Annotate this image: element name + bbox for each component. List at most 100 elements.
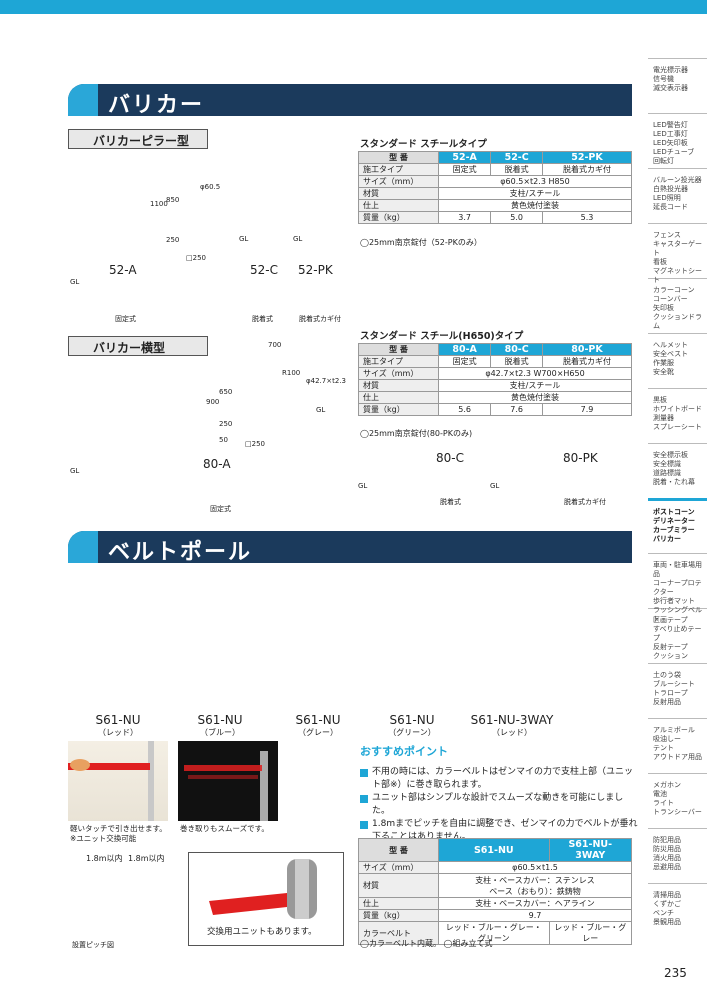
- sidebar-category-line: 土のう袋: [653, 671, 681, 679]
- sidebar-category-line: アウトドア用品: [653, 753, 702, 761]
- sidebar-category-line: キャスターゲート: [653, 240, 702, 257]
- spec-table-1: 型 番 52-A 52-C 52-PK 施工タイプ固定式脱着式脱着式カギ付 サイ…: [358, 151, 632, 224]
- sidebar-category[interactable]: 安全標示板安全標識道路標識脱着・たれ幕: [648, 443, 707, 498]
- dim-850: 850: [166, 196, 180, 204]
- sidebar-category-line: 滅交表示器: [653, 84, 688, 92]
- pole-head: [212, 575, 228, 593]
- photo-caption-1: 軽いタッチで引き出せます。: [70, 824, 167, 833]
- belt-model-3: S61-NU （グレー）: [278, 713, 358, 738]
- sidebar-category[interactable]: フェンスキャスターゲート看板マグネットシート: [648, 223, 707, 284]
- gl-label-80pk: GL: [490, 482, 500, 490]
- sidebar-category-line: マグネットシート: [653, 267, 702, 284]
- cell: 固定式: [437, 355, 492, 368]
- sidebar-category[interactable]: 土のう袋ブルーシートトラロープ反射用品: [648, 663, 707, 718]
- point-item: 1.8mまでピッチを自由に調整でき、ゼンマイの力でベルトが垂れ下ることはありませ…: [360, 818, 640, 844]
- sidebar-category-line: 防災用品: [653, 845, 681, 853]
- th: 型 番: [358, 838, 439, 862]
- sidebar-category[interactable]: 車両・駐車場用品コーナープロテクター歩行者マットラッシングベルト: [648, 553, 707, 623]
- belt-model-1: S61-NU （レッド）: [78, 713, 158, 738]
- model-color: （ブルー）: [200, 728, 240, 737]
- sidebar-category[interactable]: カラーコーンコーンバー矢印板クッションドラム: [648, 278, 707, 333]
- photo-caption-1b: ※ユニット交換可能: [70, 834, 137, 843]
- model-52a: 52-A: [109, 263, 137, 277]
- sidebar-category-line: 吸油しー: [653, 735, 681, 743]
- sidebar-category[interactable]: ヘルメット安全ベスト作業服安全靴: [648, 333, 707, 388]
- row-label: 質量（kg）: [358, 211, 439, 224]
- sidebar-category[interactable]: アルミボール吸油しーテントアウトドア用品: [648, 718, 707, 773]
- pole-belt: [264, 579, 314, 585]
- table1-title: スタンダード スチールタイプ: [360, 139, 487, 150]
- cell: 3.7: [437, 211, 492, 224]
- sidebar-category-line: ホワイトボード: [653, 405, 702, 413]
- cell: レッド・ブルー・グレー・グリーン: [438, 921, 550, 945]
- sidebar-category[interactable]: 清掃用品くずかごベンチ景観用品: [648, 883, 707, 938]
- gl-label: GL: [70, 278, 80, 286]
- model-80c: 80-C: [436, 451, 464, 465]
- type-52c: 脱着式: [252, 315, 273, 323]
- pole-belt: [492, 579, 542, 585]
- sidebar-category-line: 白熱投光器: [653, 185, 688, 193]
- sidebar-category[interactable]: メガホン電池ライトトランシーバー: [648, 773, 707, 828]
- th: 52-C: [490, 151, 544, 164]
- pole-base: [297, 689, 343, 703]
- sidebar-category[interactable]: 電光標示器信号機滅交表示器: [648, 58, 707, 113]
- row-label: 材質: [358, 873, 439, 898]
- cell: 7.9: [542, 403, 632, 416]
- dim-250: 250: [166, 236, 180, 244]
- row-label: 材質: [358, 379, 439, 392]
- sidebar-category-line: すべり止めテープ: [653, 625, 702, 642]
- section-header-beltpole: ベルトポール: [68, 531, 632, 563]
- sidebar-category-line: バルーン投光器: [653, 176, 702, 184]
- pole-3way-post: [513, 639, 531, 681]
- spec-table-3: 型 番 S61-NU S61-NU-3WAY サイズ（mm）φ60.5×t1.5…: [358, 838, 633, 945]
- table3-note: ◯カラーベルト内蔵。 ◯組み立て式: [360, 939, 493, 948]
- sidebar-category[interactable]: ポストコーンデリネーターカーブミラーバリカー: [648, 498, 707, 553]
- page-number: 235: [664, 966, 687, 980]
- pole-belt-side: [446, 629, 510, 634]
- sidebar-category-line: LED工事灯: [653, 130, 688, 138]
- photo-retract-belt-art: [184, 751, 268, 821]
- model-color: （グリーン）: [388, 728, 436, 737]
- table2-note: ◯25mm南京錠付(80-PKのみ): [360, 429, 473, 438]
- pole-post: [215, 577, 225, 691]
- sidebar-category-line: 黒板: [653, 396, 667, 404]
- pole-belt: [356, 579, 406, 585]
- model-52pk: 52-PK: [298, 263, 333, 277]
- dim-50: 50: [219, 436, 228, 444]
- sidebar-category-line: 延長コード: [653, 203, 688, 211]
- th: 型 番: [358, 343, 439, 356]
- model-name: S61-NU: [95, 713, 141, 727]
- type-80a: 固定式: [210, 505, 231, 513]
- model-color: （グレー）: [298, 728, 338, 737]
- sidebar-category-line: コーナープロテクター: [653, 579, 702, 596]
- pitch-label-2: 1.8m以内: [128, 854, 165, 863]
- belt-model-5: S61-NU-3WAY （レッド）: [462, 713, 562, 738]
- cell: 5.3: [542, 211, 632, 224]
- section-title: ベルトポール: [108, 540, 253, 563]
- row-label: 質量（kg）: [358, 909, 439, 922]
- cell: 支柱/スチール: [438, 379, 632, 392]
- sidebar-category[interactable]: 黒板ホワイトボード測量器スプレーシート: [648, 388, 707, 443]
- cell: レッド・ブルー・グレー: [548, 921, 633, 945]
- cell: 黄色焼付塗装: [438, 391, 632, 404]
- sidebar-category-line: ライト: [653, 799, 674, 807]
- sidebar-category-line: 矢印板: [653, 304, 674, 312]
- sidebar-category-line: 脱着・たれ幕: [653, 478, 695, 486]
- sidebar-category-line: スプレーシート: [653, 423, 702, 431]
- sidebar-category-line: 消火用品: [653, 854, 681, 862]
- sidebar-category-line: 安全靴: [653, 368, 674, 376]
- sidebar-category[interactable]: 防犯用品防災用品消火用品忌避用品: [648, 828, 707, 883]
- pole-post: [123, 577, 133, 691]
- sidebar-category-line: くずかご: [653, 900, 681, 908]
- section-header-cap: [68, 84, 98, 116]
- cell: 黄色焼付塗装: [438, 199, 632, 212]
- th: 52-A: [437, 151, 492, 164]
- sidebar-category-line: トラロープ: [653, 689, 688, 697]
- sidebar-category[interactable]: 区画テープすべり止めテープ反射テープクッション: [648, 608, 707, 663]
- point-item: ユニット部はシンプルな設計でスムーズな動きを可能にしました。: [360, 792, 640, 818]
- sidebar-category-line: ラッシングベルト: [653, 606, 702, 623]
- sidebar-category-line: 安全標示板: [653, 451, 688, 459]
- sidebar-category-line: クッションドラム: [653, 313, 702, 330]
